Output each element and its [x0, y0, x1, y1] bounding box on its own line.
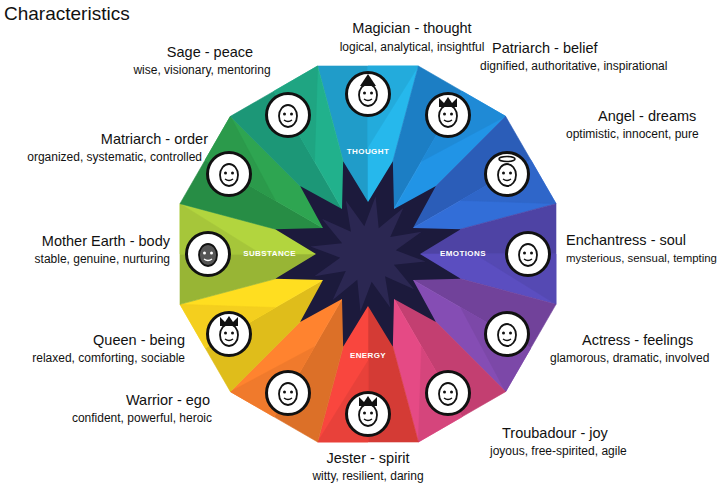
category-label: EMOTIONS [440, 249, 486, 259]
archetype-traits: joyous, free-spirited, agile [490, 444, 627, 458]
icon-face [344, 390, 392, 438]
archetype-icon: Warrior - egoconfident, powerful, heroic [264, 369, 312, 417]
archetype-name: Angel - dreams [598, 108, 696, 125]
archetype-traits: witty, resilient, daring [312, 469, 423, 483]
archetype-traits: organized, systematic, controlled [27, 150, 202, 164]
icon-face [424, 91, 472, 139]
archetype-traits: mysterious, sensual, tempting [566, 251, 717, 265]
archetype-icon: Mother Earth - bodystable, genuine, nurt… [184, 230, 232, 278]
center-star [275, 161, 460, 346]
archetype-icon: Troubadour - joyjoyous, free-spirited, a… [424, 369, 472, 417]
archetype-traits: dignified, authoritative, inspirational [480, 59, 667, 73]
archetype-name: Matriarch - order [101, 131, 208, 148]
category-label: SUBSTANCE [243, 249, 296, 259]
icon-face [483, 310, 531, 358]
archetype-traits: relaxed, comforting, sociable [32, 351, 185, 365]
icon-face [184, 230, 232, 278]
icon-face [264, 369, 312, 417]
archetype-name: Warrior - ego [126, 392, 210, 409]
archetype-name: Mother Earth - body [42, 233, 170, 250]
wheel-segments [180, 66, 556, 442]
icon-face [264, 91, 312, 139]
diagram-title: Characteristics [4, 3, 130, 25]
archetype-name: Actress - feelings [582, 332, 693, 349]
archetype-name: Sage - peace [167, 44, 253, 61]
archetype-icon: Angel - dreamsoptimistic, innocent, pure [483, 150, 531, 198]
archetype-traits: wise, visionary, mentoring [133, 63, 270, 77]
archetype-name: Troubadour - joy [502, 425, 608, 442]
icon-face [483, 150, 531, 198]
archetype-icon: Actress - feelingsglamorous, dramatic, i… [483, 310, 531, 358]
icon-face [424, 369, 472, 417]
category-label: ENERGY [350, 351, 386, 361]
archetype-icon: Jester - spiritwitty, resilient, daring [344, 390, 392, 438]
archetype-icon: Sage - peacewise, visionary, mentoring [264, 91, 312, 139]
category-label: THOUGHT [347, 147, 389, 157]
archetype-traits: optimistic, innocent, pure [566, 127, 699, 141]
archetype-icon: Magician - thoughtlogical, analytical, i… [344, 70, 392, 118]
archetype-icon: Matriarch - orderorganized, systematic, … [205, 150, 253, 198]
icon-face [504, 230, 552, 278]
icon-face [205, 310, 253, 358]
archetype-icon: Queen - beingrelaxed, comforting, sociab… [205, 310, 253, 358]
archetype-traits: logical, analytical, insightful [340, 40, 485, 54]
wheel-facet [180, 304, 275, 348]
archetype-icon: Patriarch - beliefdignified, authoritati… [424, 91, 472, 139]
archetype-name: Enchantress - soul [566, 232, 686, 249]
archetype-name: Patriarch - belief [492, 40, 598, 57]
wheel-facet [461, 160, 556, 204]
archetype-icon: Enchantress - soulmysterious, sensual, t… [504, 230, 552, 278]
wheel-facet [418, 347, 462, 442]
archetype-traits: confident, powerful, heroic [72, 411, 212, 425]
archetype-name: Queen - being [93, 332, 185, 349]
archetype-traits: glamorous, dramatic, involved [550, 351, 709, 365]
archetype-name: Jester - spirit [327, 450, 410, 467]
archetype-name: Magician - thought [352, 20, 471, 37]
icon-face [344, 70, 392, 118]
center-star-inner [310, 196, 425, 311]
icon-face [205, 150, 253, 198]
archetype-traits: stable, genuine, nurturing [35, 252, 170, 266]
wheel-facet [274, 66, 318, 161]
